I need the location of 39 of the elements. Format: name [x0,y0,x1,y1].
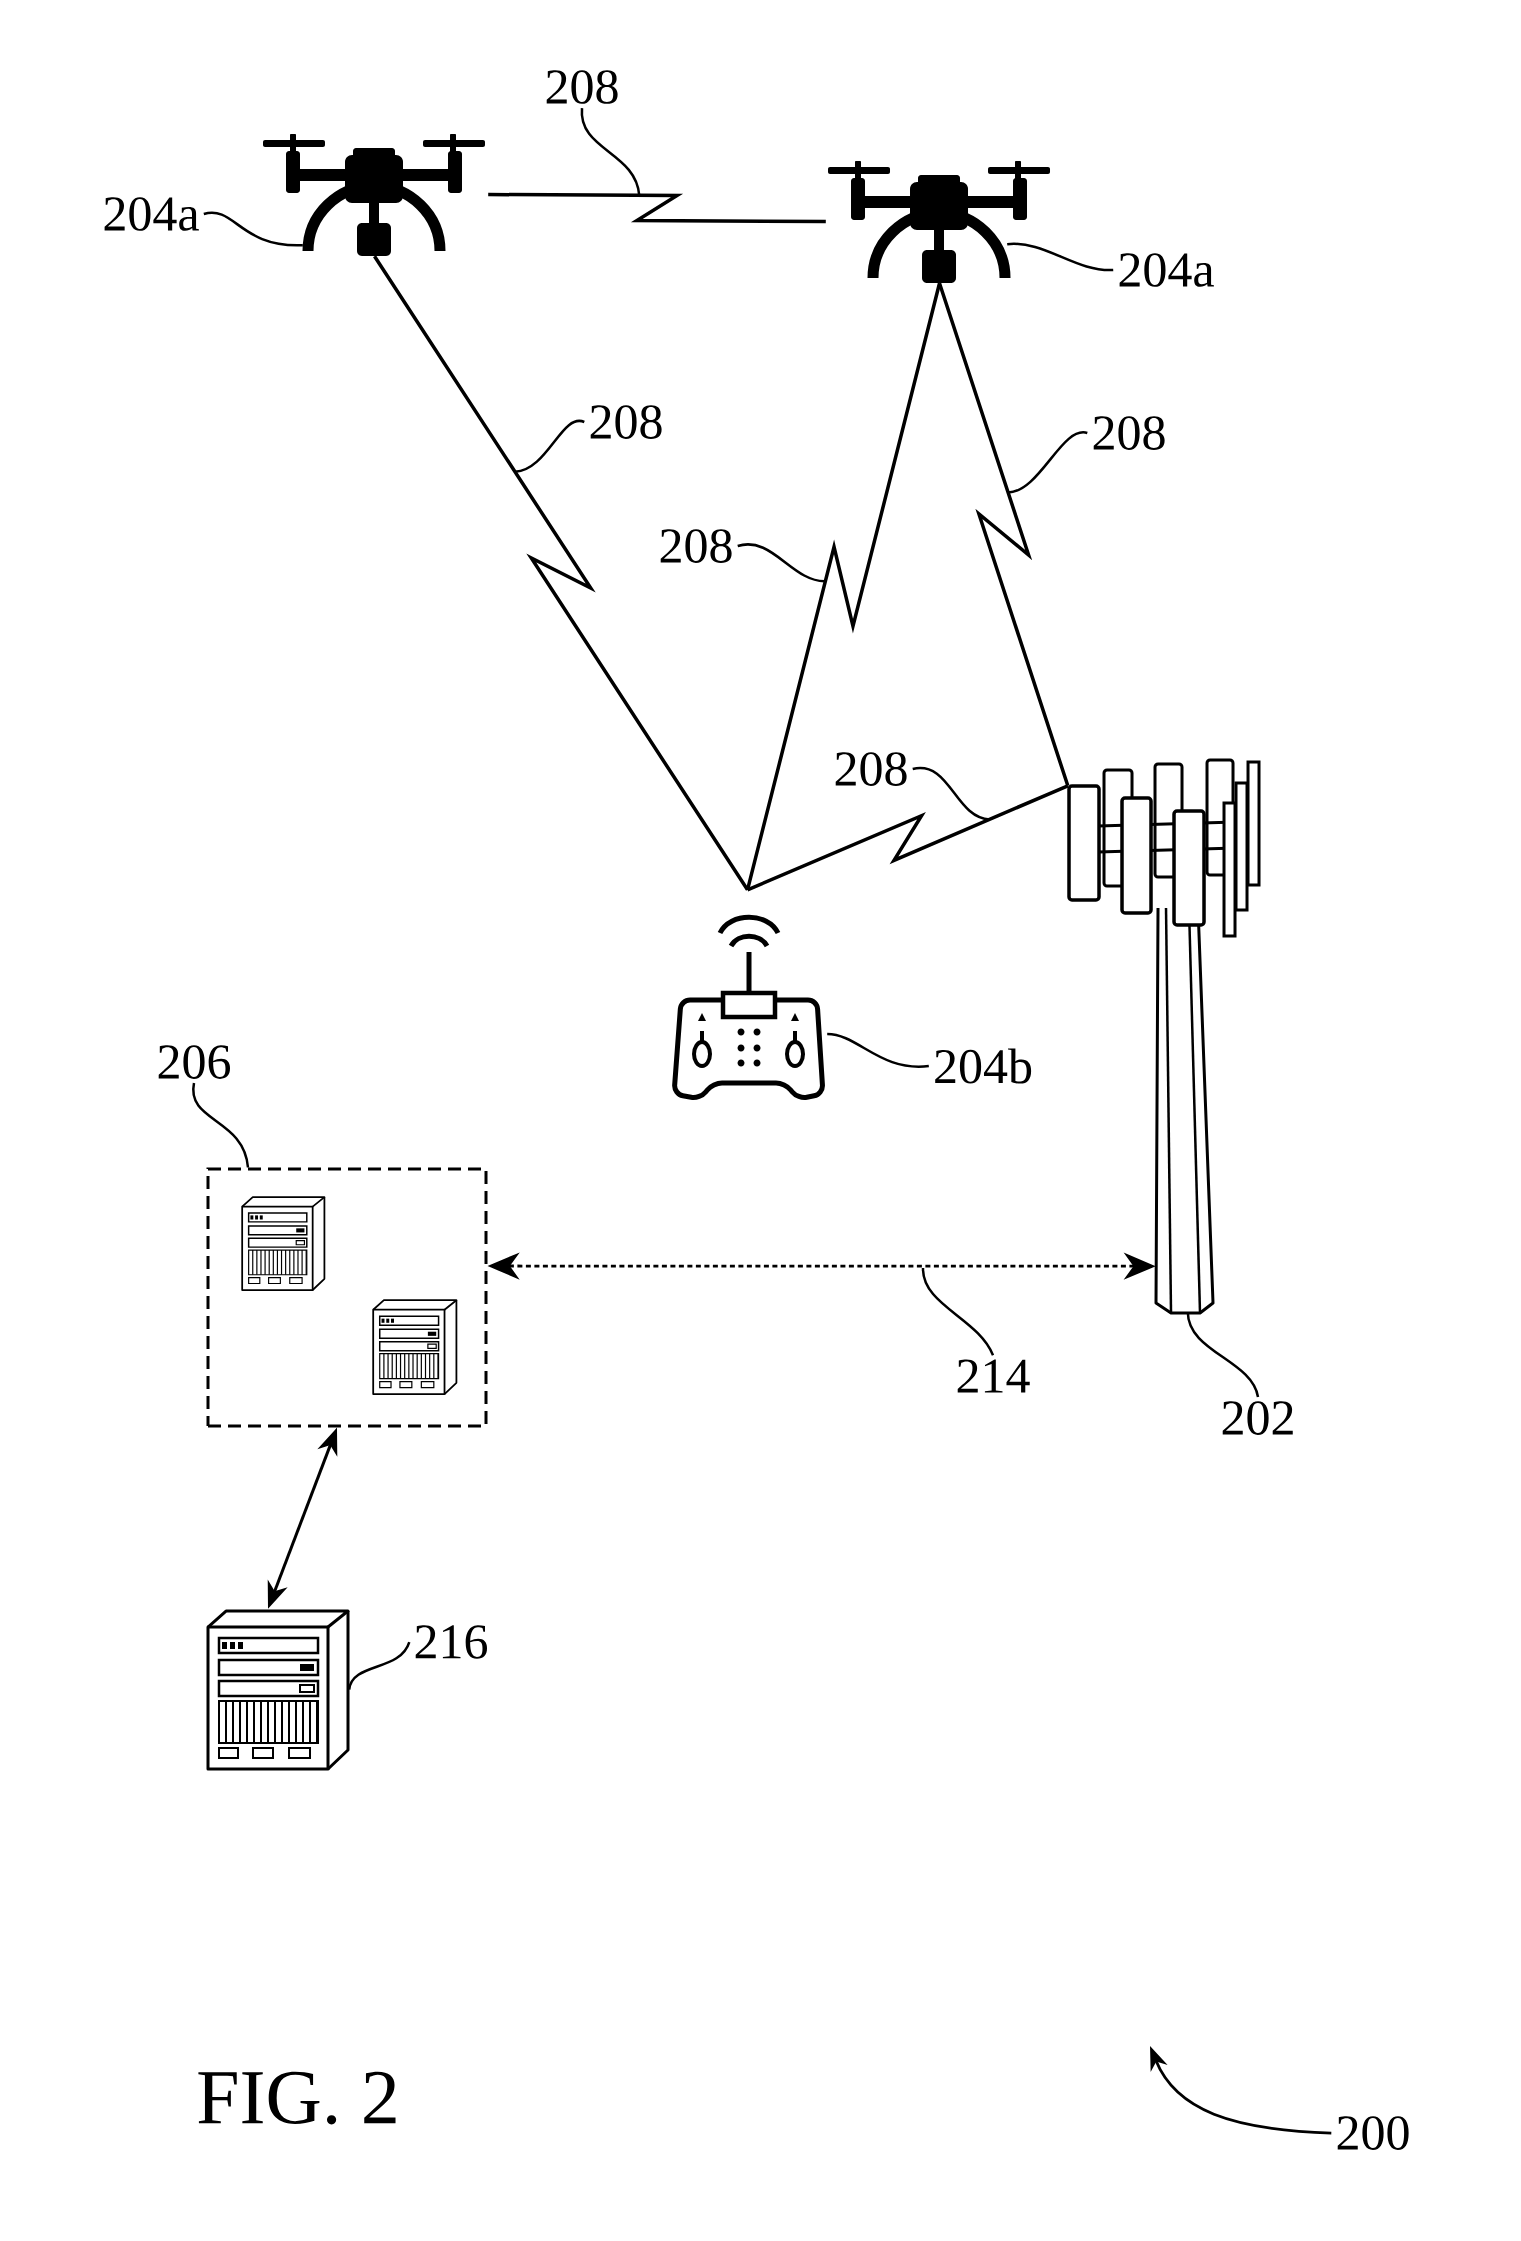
callout-number: 208 [590,405,662,439]
leader-line [348,1641,411,1690]
figure-label: FIG. 2 [198,2071,396,2125]
leader-line [912,766,990,821]
server-picture [241,1196,326,1291]
callout-number: 202 [1222,1401,1293,1435]
callout-number: 206 [158,1045,230,1079]
callout-number: 204a [104,197,199,231]
callout-number: 208 [1093,416,1165,450]
leader-line [192,1083,250,1168]
leader-line [203,211,303,247]
lightning-link [937,282,1070,787]
server-picture [372,1299,458,1395]
callout-number: 204a [1119,253,1214,287]
remote-controller-picture [672,914,825,1100]
callout-number: 204b [935,1048,1032,1084]
callout-number: 208 [660,529,732,563]
lightning-link [373,255,749,891]
callout-number: 214 [957,1359,1030,1393]
callout-number: 216 [415,1625,487,1659]
leader-line [827,1032,929,1068]
dashed-box [206,1167,488,1428]
tower-picture [1067,758,1261,1315]
leader-line [1186,1312,1260,1398]
callout-number: 200 [1337,2116,1409,2150]
lightning-link [746,784,1069,892]
drone-picture [828,161,1050,283]
leader-line [737,543,826,583]
leader-line [580,108,641,196]
leader-line [1007,242,1114,272]
leader-line [921,1267,995,1356]
lightning-link [488,192,826,224]
leader-line [1007,431,1088,494]
server-picture [206,1609,350,1771]
callout-number: 208 [835,752,907,786]
callout-number: 208 [546,70,618,104]
leader-line [514,419,585,474]
lightning-link [745,282,942,891]
drone-picture [263,134,485,256]
